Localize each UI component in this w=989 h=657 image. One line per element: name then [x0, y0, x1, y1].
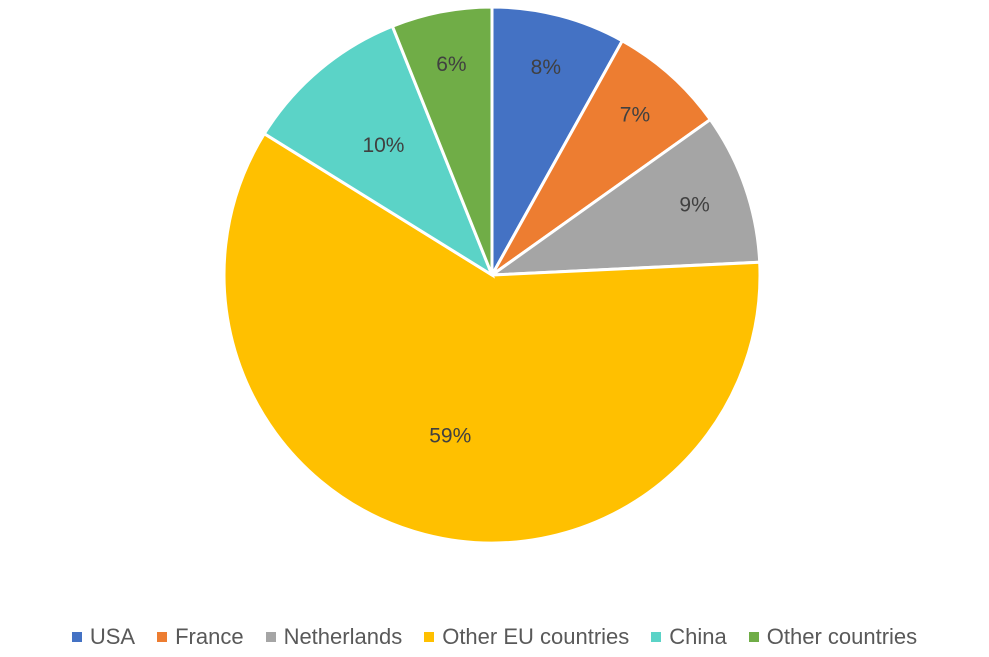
- pie-slice-other-countries: [390, 5, 494, 276]
- data-label-other-eu-countries: 59%: [429, 424, 471, 447]
- pie-slices: [222, 5, 762, 545]
- legend-item-other-countries: Other countries: [748, 624, 918, 650]
- legend-item-usa: USA: [71, 624, 136, 650]
- legend-label-other-eu-countries: Other EU countries: [442, 624, 630, 649]
- data-label-netherlands: 9%: [679, 193, 709, 216]
- chart-legend: USA France Netherlands Other EU countries Ch…: [0, 622, 989, 652]
- legend-label-other-countries: Other countries: [766, 624, 918, 649]
- pie-slice-france: [490, 38, 713, 277]
- legend-swatch-netherlands: [265, 632, 276, 642]
- legend-label-france: France: [175, 624, 244, 649]
- pie-slice-other-eu-countries: [222, 131, 762, 545]
- pie-chart: 8% 7% 9% 59% 10% 6%: [222, 5, 762, 545]
- data-label-other-countries: 6%: [436, 53, 466, 76]
- legend-swatch-china: [651, 632, 662, 642]
- legend-swatch-other-countries: [748, 632, 759, 642]
- pie-slice-netherlands: [486, 117, 762, 277]
- legend-swatch-usa: [71, 632, 82, 642]
- data-label-china: 10%: [362, 134, 404, 157]
- legend-label-china: China: [669, 624, 727, 649]
- legend-item-china: China: [651, 624, 727, 650]
- pie-slice-china: [262, 24, 496, 279]
- legend-swatch-other-eu-countries: [424, 632, 435, 642]
- legend-item-france: France: [157, 624, 244, 650]
- data-label-france: 7%: [620, 104, 650, 127]
- slice-labels: 8% 7% 9% 59% 10% 6%: [362, 53, 709, 447]
- legend-item-netherlands: Netherlands: [265, 624, 403, 650]
- legend-item-other-eu-countries: Other EU countries: [424, 624, 629, 650]
- pie-slice-usa: [490, 5, 625, 281]
- legend-label-usa: USA: [89, 624, 136, 649]
- data-label-usa: 8%: [531, 56, 561, 79]
- legend-label-netherlands: Netherlands: [283, 624, 403, 649]
- legend-swatch-france: [157, 632, 168, 642]
